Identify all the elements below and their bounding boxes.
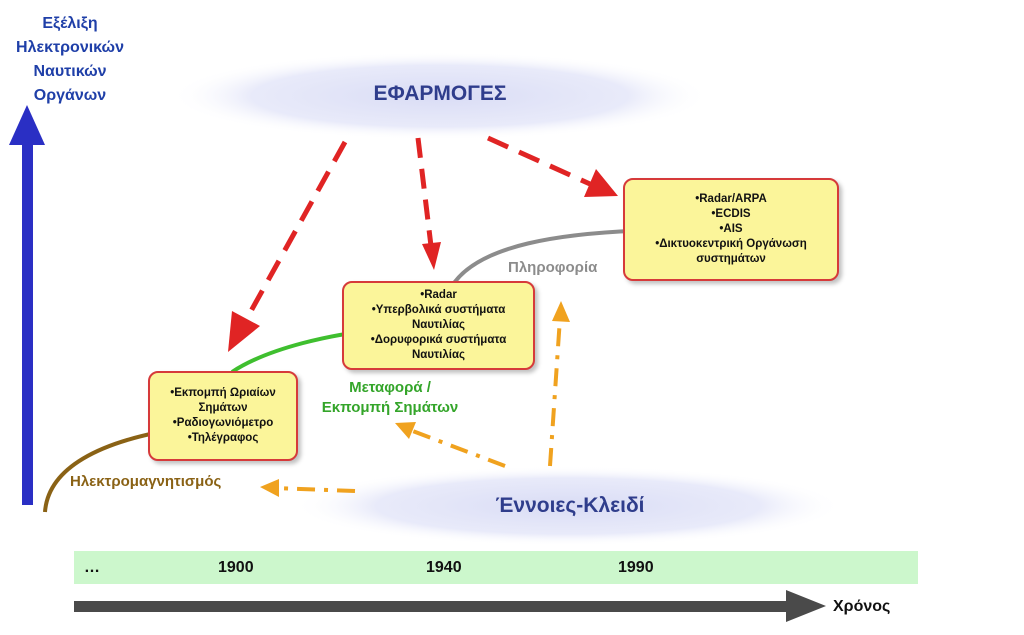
box-line: •Εκπομπή Ωριαίων	[170, 387, 276, 399]
red-arrow-modern	[486, 135, 592, 187]
box-line: Ναυτιλίας	[411, 349, 466, 361]
transmission-label-line: Μεταφορά /	[349, 379, 431, 396]
orange-arrows	[260, 301, 570, 497]
box-line: •Ραδιογωνιόμετρο	[172, 417, 274, 429]
timeline-band: … 1900 1940 1990	[74, 551, 918, 584]
axis-title-line: Εξέλιξη	[42, 15, 98, 32]
orange-arrow-information	[548, 317, 562, 467]
red-arrow-modern-head	[584, 169, 618, 197]
orange-arrow-transmission-head	[395, 422, 416, 439]
timeline-label-1900: 1900	[218, 559, 254, 576]
red-arrow-mid	[415, 137, 434, 247]
box-line: Σημάτων	[198, 402, 248, 414]
box-line: •Radar	[420, 289, 457, 301]
orange-arrow-electromagnetism	[274, 486, 356, 493]
evolution-axis-arrowhead	[9, 105, 45, 145]
box-line: •ECDIS	[711, 208, 751, 220]
transmission-label-line: Εκπομπή Σημάτων	[321, 399, 459, 416]
evolution-axis-title: Εξέλιξη Ηλεκτρονικών Ναυτικών Οργάνων	[0, 12, 140, 108]
orange-arrow-electromagnetism-head	[260, 479, 279, 497]
applications-cloud	[170, 52, 710, 140]
box-line: •Δικτυοκεντρική Οργάνωση	[655, 238, 807, 250]
axis-title-line: Ηλεκτρονικών	[16, 39, 124, 56]
key-concepts-label: Έννοιες-Κλειδί	[495, 494, 645, 517]
early-instruments-box: •Εκπομπή Ωριαίων Σημάτων •Ραδιογωνιόμετρ…	[148, 371, 298, 461]
red-arrow-early-head	[228, 311, 260, 352]
time-axis-arrowhead	[786, 590, 826, 622]
red-arrow-early	[243, 140, 348, 322]
orange-arrow-transmission	[409, 428, 506, 468]
box-line: •Radar/ARPA	[695, 193, 767, 205]
orange-arrow-information-head	[552, 301, 570, 322]
timeline-label-1940: 1940	[426, 559, 462, 576]
timeline-label-ellipsis: …	[84, 559, 100, 576]
mid-instruments-box: •Radar •Υπερβολικά συστήματα Ναυτιλίας •…	[342, 281, 535, 370]
time-axis-title: Χρόνος	[833, 598, 891, 615]
axis-title-line: Οργάνων	[33, 87, 107, 104]
modern-instruments-box: •Radar/ARPA •ECDIS •AIS •Δικτυοκεντρική …	[623, 178, 839, 281]
box-line: •Δορυφορικά συστήματα	[370, 334, 507, 346]
red-arrow-mid-head	[422, 242, 441, 270]
transmission-label: Μεταφορά / Εκπομπή Σημάτων	[300, 378, 480, 418]
information-label: Πληροφορία	[508, 259, 598, 276]
box-line: •Τηλέγραφος	[187, 432, 259, 444]
box-line: συστημάτων	[696, 253, 766, 265]
box-line: Ναυτιλίας	[411, 319, 466, 331]
axis-title-line: Ναυτικών	[33, 63, 107, 80]
timeline-label-1990: 1990	[618, 559, 654, 576]
box-line: •AIS	[719, 223, 743, 235]
red-arrows	[228, 135, 618, 352]
evolution-axis-shaft	[22, 142, 33, 505]
key-concepts-cloud	[293, 466, 843, 546]
time-axis-shaft	[74, 601, 794, 612]
electromagnetism-label: Ηλεκτρομαγνητισμός	[70, 473, 222, 490]
applications-label: ΕΦΑΡΜΟΓΕΣ	[373, 82, 507, 105]
box-line: •Υπερβολικά συστήματα	[371, 304, 506, 316]
